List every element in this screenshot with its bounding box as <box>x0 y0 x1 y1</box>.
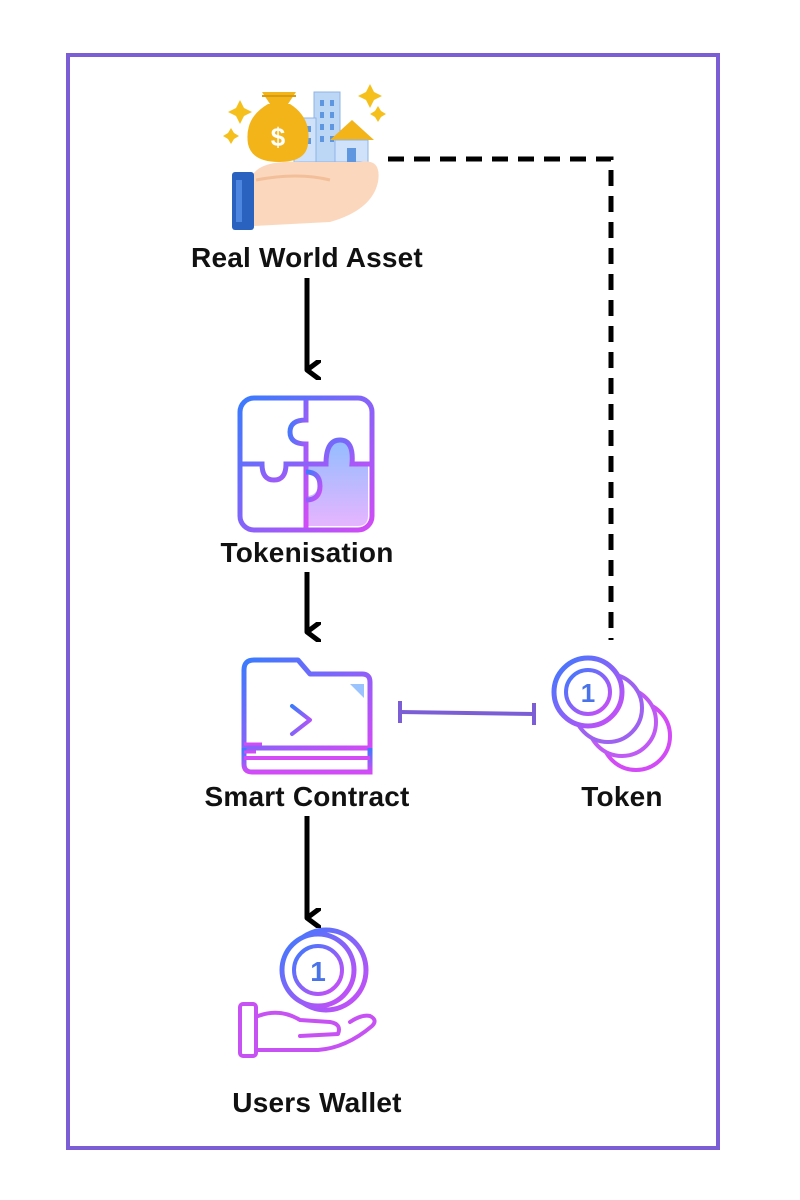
coin-stack-icon: 1 <box>551 655 672 772</box>
label-token: Token <box>581 781 663 812</box>
puzzle-icon <box>237 395 375 533</box>
token-coin-numeral: 1 <box>581 678 595 708</box>
label-tokenisation: Tokenisation <box>220 537 394 568</box>
terminal-folder-icon <box>241 657 373 775</box>
coin-in-hand-icon: 1 <box>238 927 377 1058</box>
money-bag-symbol: $ <box>271 122 286 152</box>
label-real-world-asset: Real World Asset <box>191 242 423 273</box>
label-smart-contract: Smart Contract <box>204 781 410 812</box>
asset-in-hand-icon: $ <box>223 84 386 230</box>
diagram-frame <box>66 53 720 1150</box>
link-smart-contract-token <box>398 701 536 725</box>
label-users-wallet: Users Wallet <box>232 1087 402 1118</box>
wallet-coin-numeral: 1 <box>310 956 326 987</box>
dashed-link-token-to-asset <box>388 156 614 640</box>
